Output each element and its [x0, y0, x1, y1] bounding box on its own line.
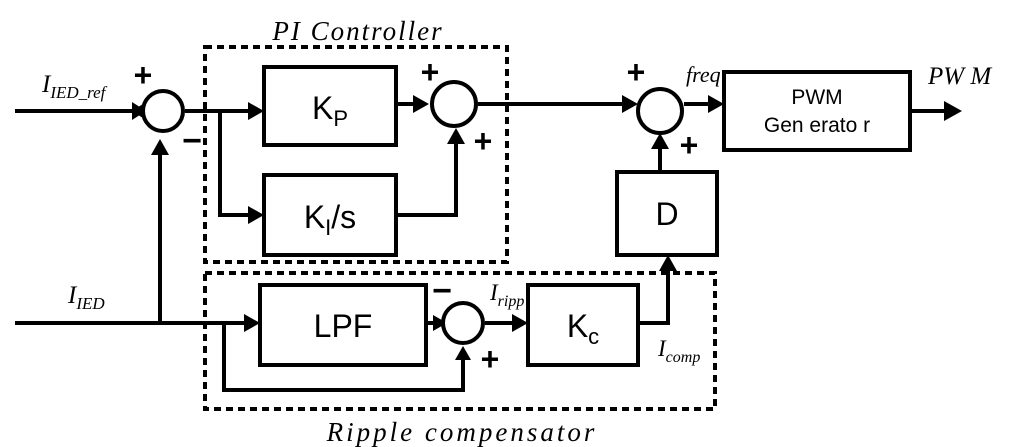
sign-sum3-bypass: +	[481, 341, 500, 377]
svg-text:KI/s: KI/s	[304, 199, 356, 240]
pi-controller-title: PI Controller	[271, 16, 443, 46]
i-ied-label: I	[67, 282, 78, 309]
i-comp-subscript: comp	[666, 349, 701, 366]
d-block: D	[615, 170, 719, 257]
pwm-output-label: PW M	[927, 63, 992, 90]
pi-controller-group-box	[203, 45, 509, 264]
i-ripp-label: I	[489, 280, 499, 305]
svg-text:Icomp: Icomp	[657, 336, 700, 366]
d-block-label: D	[655, 196, 678, 232]
lpf-block-label: LPF	[314, 308, 373, 344]
i-ied-ref-label: I	[41, 71, 52, 98]
svg-text:KP: KP	[312, 90, 348, 131]
pwm-generator-label-line2: Gen erato r	[764, 114, 870, 137]
svg-text:IIED: IIED	[67, 282, 105, 313]
sign-sum2-ki: +	[474, 123, 493, 159]
ki-block: KI/s	[262, 173, 398, 257]
ki-block-suffix: /s	[331, 199, 356, 235]
summing-junction-freq	[636, 87, 684, 135]
sign-sum3-lpf: −	[432, 272, 452, 310]
summing-junction-error	[141, 89, 185, 133]
summing-junction-ripple	[441, 301, 485, 345]
sign-sum2-kp: +	[421, 54, 440, 90]
pwm-generator-label-line1: PWM	[791, 86, 842, 109]
sign-sum1-feedback: −	[182, 122, 202, 160]
ripple-compensator-title: Ripple compensator	[326, 417, 598, 447]
kp-block-subscript: P	[333, 106, 348, 131]
ki-block-subscript: I	[325, 215, 331, 240]
kc-block-subscript: c	[588, 324, 599, 349]
sign-sum1-ref: +	[134, 57, 153, 93]
freq-label: freq	[686, 62, 721, 87]
lpf-block: LPF	[258, 283, 428, 367]
sign-sum4-d: +	[680, 127, 699, 163]
svg-text:Kc: Kc	[567, 308, 599, 349]
svg-text:IIED_ref: IIED_ref	[41, 71, 108, 102]
i-ied-subscript: IED	[75, 294, 105, 313]
ripple-compensator-group-box	[203, 271, 717, 411]
i-comp-label: I	[657, 336, 667, 361]
kp-block: KP	[262, 65, 398, 147]
kc-block: Kc	[526, 283, 640, 367]
i-ied-ref-subscript: IED_ref	[49, 83, 107, 102]
summing-junction-pi	[430, 80, 478, 128]
sign-sum4-pi: +	[627, 54, 646, 90]
pwm-generator-block: PWM Gen erato r	[722, 70, 912, 152]
kc-block-label: K	[567, 308, 588, 344]
i-ripp-subscript: ripp	[498, 293, 525, 310]
svg-text:Iripp: Iripp	[489, 280, 524, 310]
ki-block-label: K	[304, 199, 325, 235]
kp-block-label: K	[312, 90, 333, 126]
